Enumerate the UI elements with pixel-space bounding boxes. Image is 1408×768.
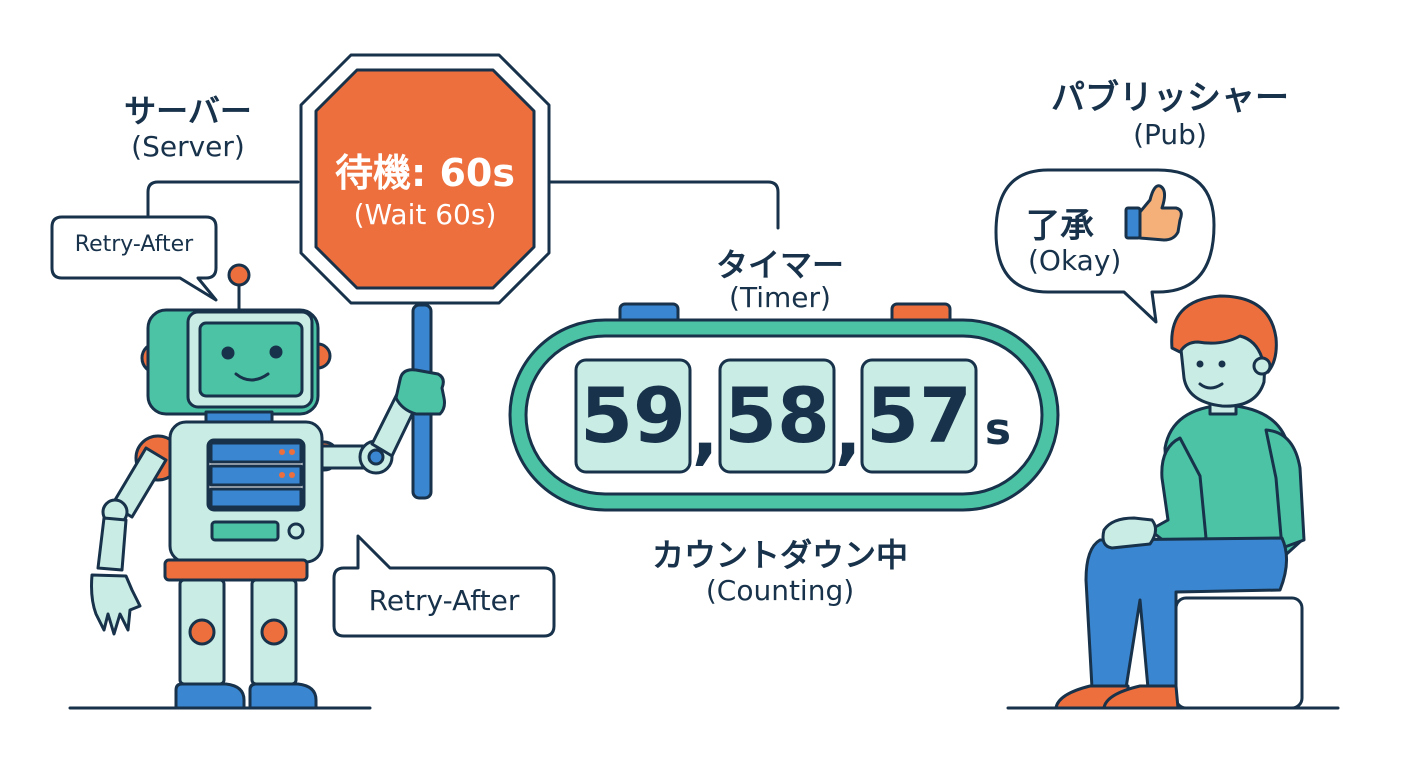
retry-after-robot-label: Retry-After — [368, 584, 520, 617]
stop-sign — [314, 68, 536, 290]
seat-block — [1174, 596, 1304, 710]
robot-eye-left — [221, 346, 235, 360]
robot-face-screen — [198, 321, 304, 398]
robot-smile — [234, 372, 270, 382]
timer-digit-box-3 — [860, 358, 978, 474]
robot-left-knee — [188, 618, 216, 646]
server-led — [279, 472, 285, 478]
publisher-smile — [1198, 382, 1224, 390]
server-sublabel: (Server) — [131, 130, 245, 163]
robot-antenna-ball — [227, 263, 251, 287]
robot-left-hand — [90, 573, 142, 636]
publisher-sublabel: (Pub) — [1133, 118, 1207, 151]
robot-chest-button — [287, 522, 305, 540]
server-rack-slot-3 — [209, 487, 303, 509]
timer-unit: s — [984, 404, 1012, 455]
robot-left-upper-arm — [110, 446, 168, 519]
server-led — [289, 449, 295, 455]
thumbs-up-icon — [1124, 184, 1183, 242]
robot-right-knee — [260, 618, 288, 646]
timer-digit-3: 57 — [866, 371, 972, 460]
timer-digit-2: 58 — [724, 371, 830, 460]
publisher-eye — [1218, 360, 1226, 368]
timer-separator-1: , — [691, 391, 719, 473]
robot-eye-right — [269, 345, 283, 359]
server-label: サーバー — [124, 92, 252, 130]
robot-left-forearm — [96, 516, 128, 572]
server-led — [289, 472, 295, 478]
publisher-right-arm — [1264, 428, 1306, 550]
timer-status-sublabel: (Counting) — [705, 574, 855, 607]
robot-chest-plate — [210, 520, 280, 542]
retry-after-header-bubble — [50, 215, 218, 302]
publisher-eye — [1196, 360, 1204, 368]
robot-left-foot — [174, 682, 246, 710]
publisher-label: パブリッシャー — [1051, 78, 1289, 118]
timer-digit-box-1 — [574, 358, 692, 474]
publisher-reply-jp: 了承 — [1026, 206, 1094, 246]
publisher-reply-en: (Okay) — [1028, 244, 1122, 277]
stop-sign-title: 待機: 60s — [335, 151, 515, 195]
timer-digit-1: 59 — [580, 371, 686, 460]
server-led — [279, 449, 285, 455]
robot-hips — [163, 558, 309, 582]
server-rack-slot-2 — [209, 464, 303, 487]
publisher-shoe-right — [1102, 684, 1180, 710]
robot-right-foot — [248, 682, 318, 710]
publisher-ear — [1252, 356, 1272, 376]
robot-right-hand — [394, 368, 446, 416]
publisher-hand — [1101, 516, 1157, 550]
server-rack-slot-1 — [209, 441, 303, 464]
stop-sign-subtitle: (Wait 60s) — [353, 198, 497, 231]
timer-label: タイマー — [715, 246, 844, 284]
timer-separator-2: , — [834, 391, 862, 473]
timer-digit-box-2 — [718, 358, 836, 474]
connector-line-server — [146, 180, 300, 217]
timer-status-label: カウントダウン中 — [651, 536, 908, 574]
connector-line-timer — [546, 180, 780, 230]
retry-after-robot-bubble — [332, 534, 556, 638]
robot-right-elbow-bolt — [367, 448, 385, 466]
retry-after-header-label: Retry-After — [74, 232, 194, 257]
timer-sublabel: (Timer) — [729, 281, 831, 314]
